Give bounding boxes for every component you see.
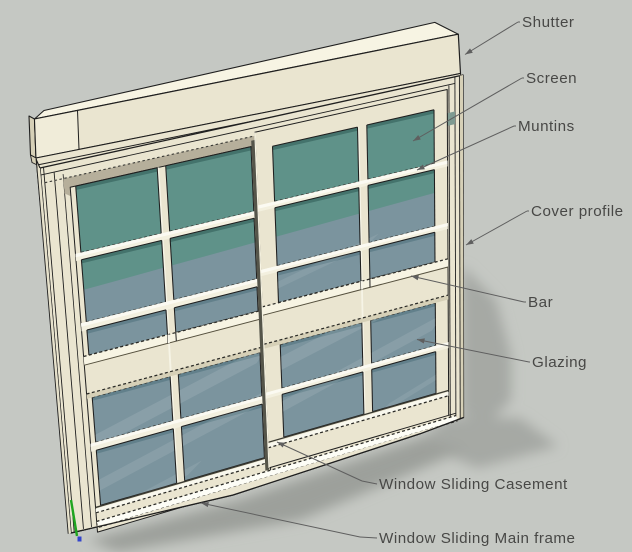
svg-text:Window Sliding Main frame: Window Sliding Main frame: [379, 530, 576, 547]
svg-text:Screen: Screen: [526, 70, 577, 87]
svg-text:Cover profile: Cover profile: [531, 203, 624, 220]
svg-text:Muntins: Muntins: [518, 118, 575, 135]
svg-text:Window Sliding Casement: Window Sliding Casement: [379, 476, 568, 493]
svg-text:Glazing: Glazing: [532, 354, 587, 371]
svg-text:Bar: Bar: [528, 294, 553, 311]
svg-text:Shutter: Shutter: [522, 14, 574, 31]
